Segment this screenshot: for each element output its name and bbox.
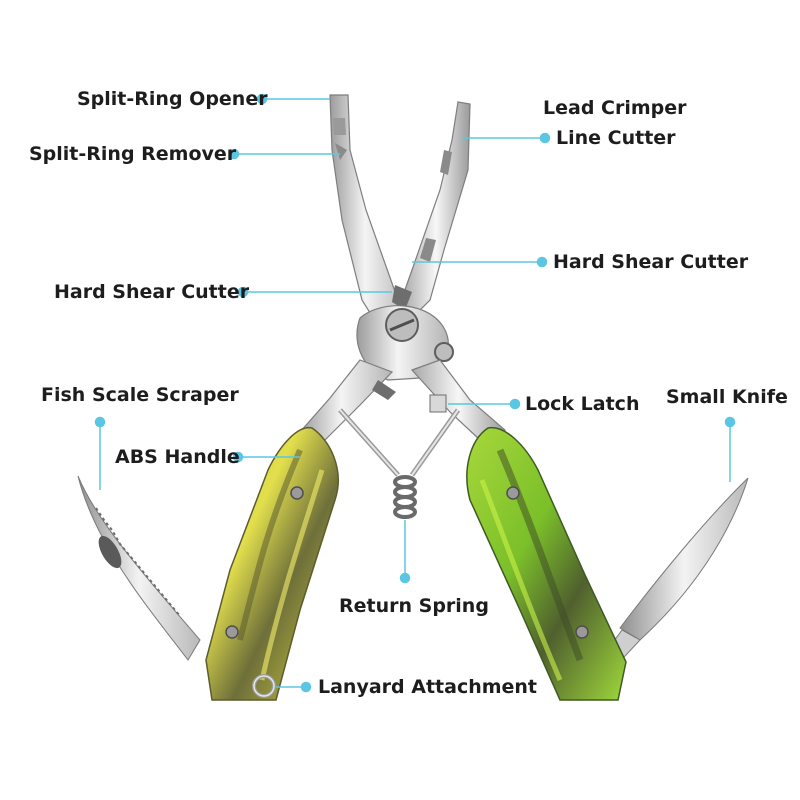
leader-hard-shear-cutter-left bbox=[237, 286, 392, 298]
small-knife-blade bbox=[599, 477, 749, 671]
leader-lead-crimper-line-cutter bbox=[462, 132, 551, 144]
label-hard-shear-cutter-right: Hard Shear Cutter bbox=[553, 251, 749, 273]
leader-lock-latch bbox=[448, 398, 521, 410]
abs-handle-right bbox=[466, 427, 627, 701]
abs-handle-left bbox=[205, 427, 339, 701]
leader-abs-handle bbox=[232, 451, 300, 463]
leader-hard-shear-cutter-right bbox=[412, 256, 548, 268]
leader-fish-scale-scraper bbox=[94, 416, 106, 490]
label-return-spring: Return Spring bbox=[339, 595, 489, 617]
fish-scale-scraper-blade bbox=[77, 475, 201, 661]
label-split-ring-remover: Split-Ring Remover bbox=[29, 143, 237, 165]
label-small-knife: Small Knife bbox=[666, 386, 788, 408]
label-fish-scale-scraper: Fish Scale Scraper bbox=[41, 384, 239, 406]
right-jaw bbox=[392, 101, 471, 322]
pivot-body bbox=[356, 305, 454, 381]
return-spring bbox=[338, 408, 461, 519]
leader-split-ring-remover bbox=[228, 148, 340, 160]
leader-lines bbox=[94, 93, 736, 693]
leader-lanyard-attachment bbox=[276, 681, 312, 693]
label-line-cutter: Line Cutter bbox=[556, 127, 676, 149]
label-hard-shear-cutter-left: Hard Shear Cutter bbox=[54, 281, 250, 303]
leader-return-spring bbox=[399, 520, 411, 584]
leader-split-ring-opener bbox=[256, 93, 330, 105]
label-split-ring-opener: Split-Ring Opener bbox=[77, 88, 268, 110]
left-arm bbox=[298, 359, 396, 441]
label-abs-handle: ABS Handle bbox=[115, 446, 240, 468]
right-arm bbox=[410, 359, 507, 441]
leader-small-knife bbox=[724, 416, 736, 482]
label-lanyard-attachment: Lanyard Attachment bbox=[318, 676, 538, 698]
label-lead-crimper: Lead Crimper bbox=[543, 97, 687, 119]
label-lock-latch: Lock Latch bbox=[525, 393, 640, 415]
lanyard-ring bbox=[252, 674, 276, 698]
